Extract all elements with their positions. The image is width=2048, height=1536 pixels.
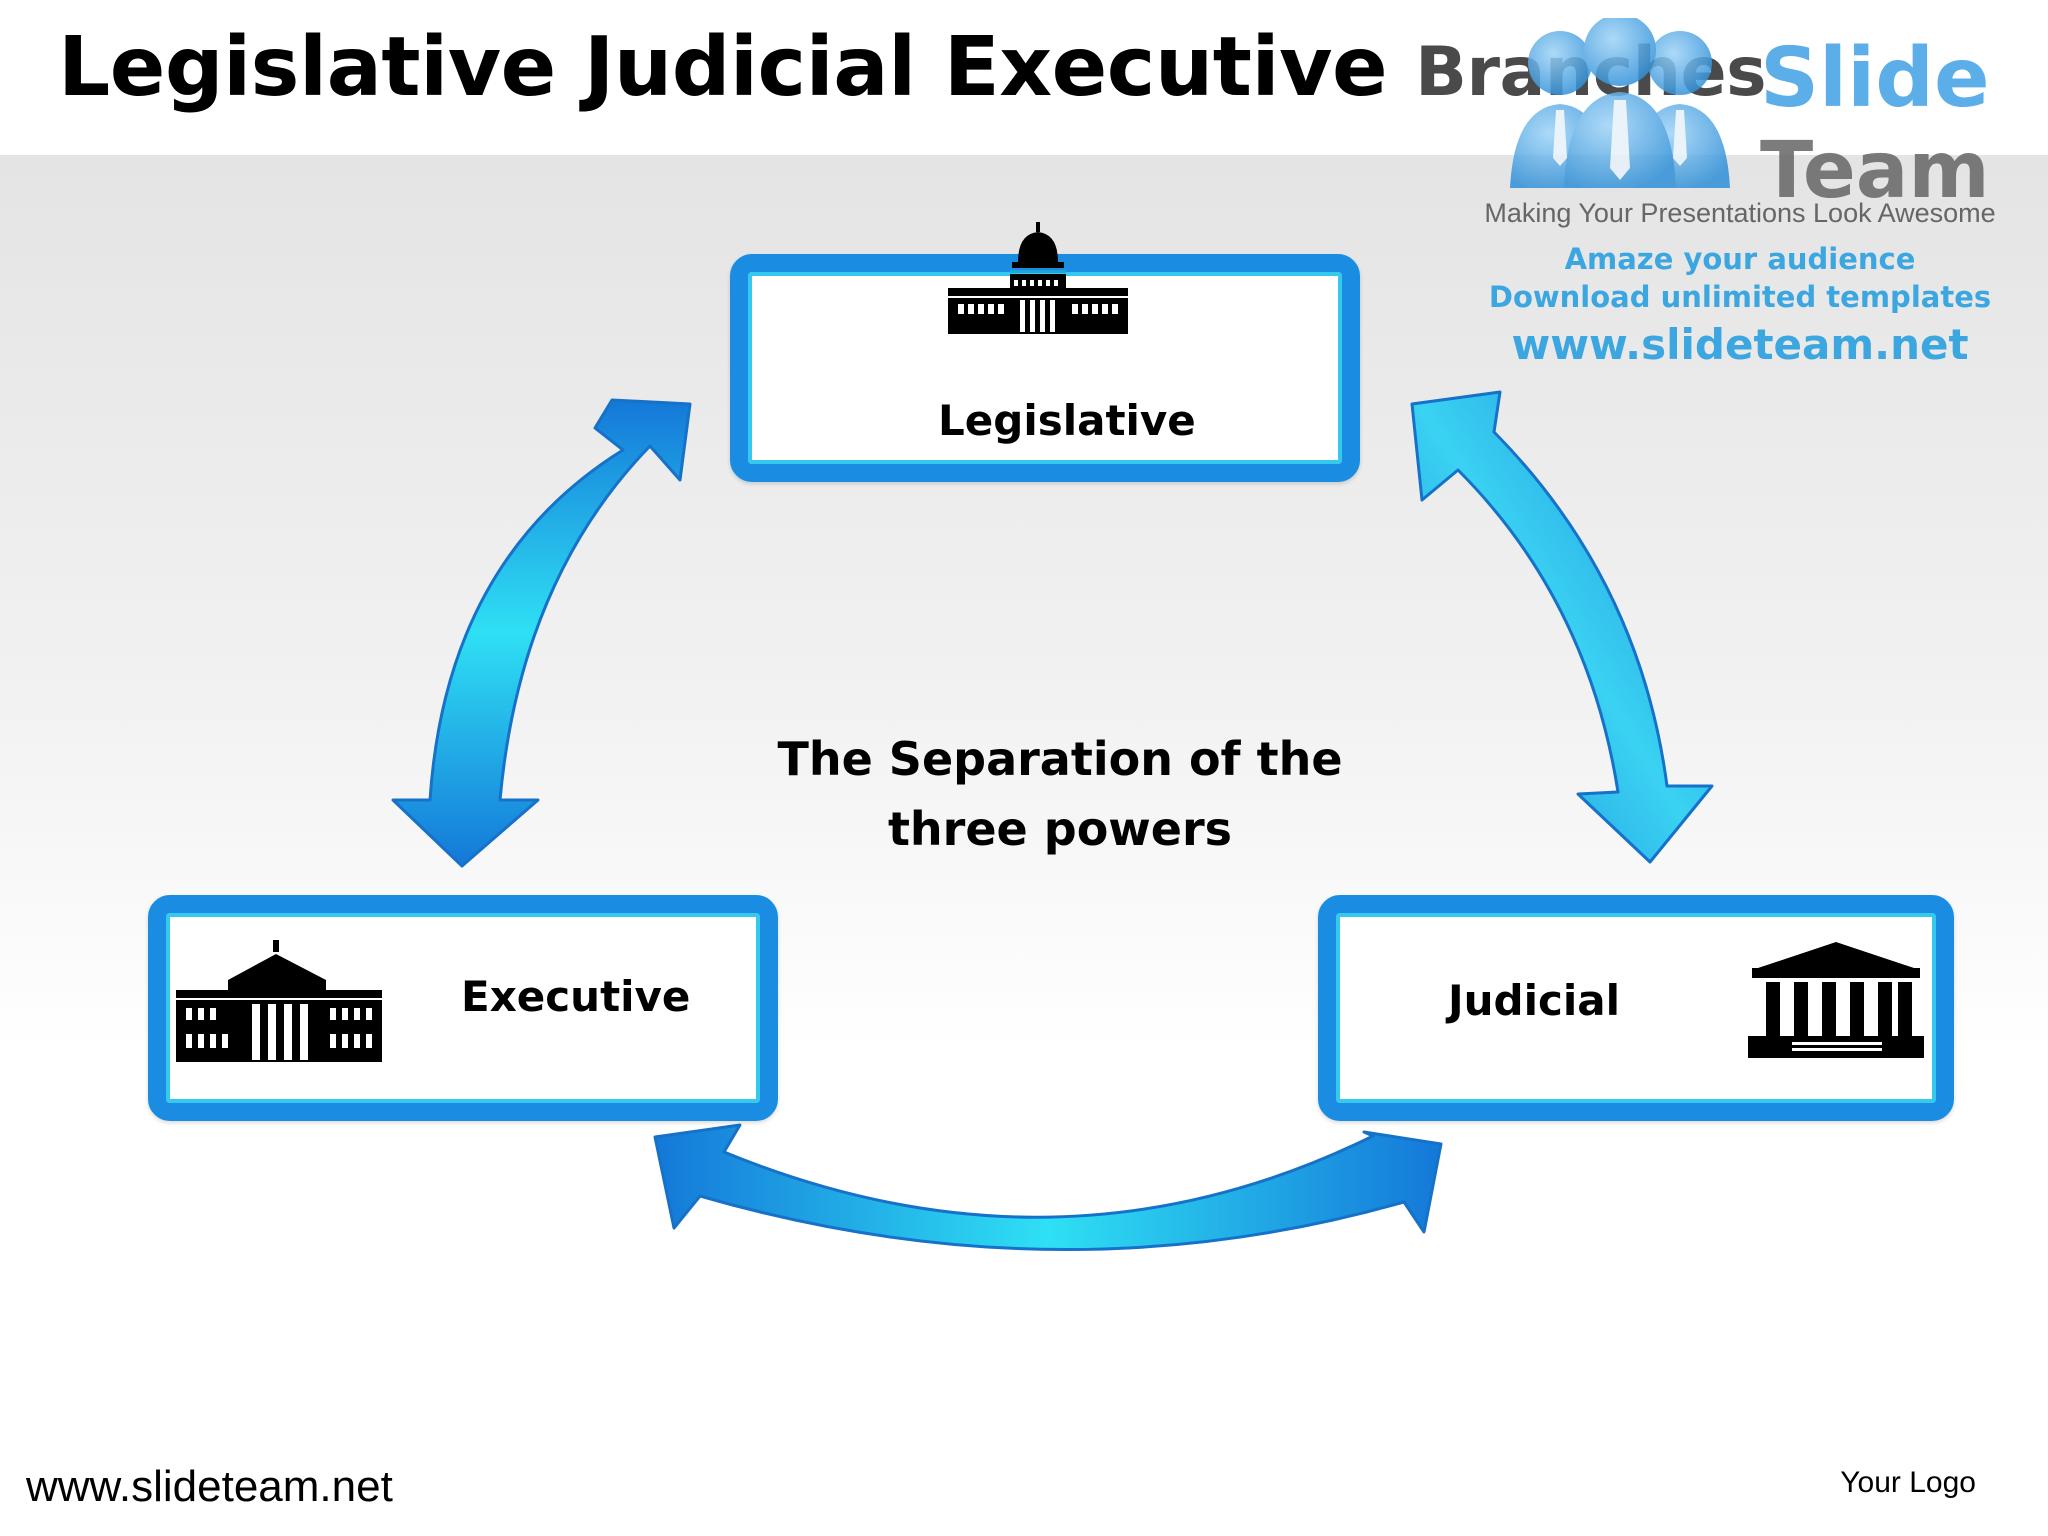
watermark-line1: Amaze your audience xyxy=(1564,242,1916,276)
arrow-legislative-judicial xyxy=(1410,390,1714,864)
legislative-label: Legislative xyxy=(938,396,1196,445)
white-house-icon xyxy=(176,940,382,1062)
watermark-brand-slide: Slide xyxy=(1760,31,1990,126)
courthouse-icon xyxy=(1748,942,1924,1058)
title-main: Legislative Judicial Executive xyxy=(58,20,1416,115)
footer-url: www.slideteam.net xyxy=(26,1462,393,1511)
center-caption: The Separation of the three powers xyxy=(777,732,1343,856)
watermark-line2: Download unlimited templates xyxy=(1488,280,1992,314)
judicial-box xyxy=(1318,895,1954,1121)
watermark-url: www.slideteam.net xyxy=(1511,320,1969,369)
slideteam-watermark: Slide Team Making Your Presentations Loo… xyxy=(1470,18,2030,369)
watermark-tagline: Making Your Presentations Look Awesome xyxy=(1484,198,1996,228)
arrow-legislative-executive xyxy=(391,398,692,868)
capitol-building-icon xyxy=(948,222,1128,334)
watermark-brand-team: Team xyxy=(1760,126,1990,216)
footer-logo-placeholder: Your Logo xyxy=(1840,1466,1976,1499)
judicial-label: Judicial xyxy=(1448,976,1621,1025)
arrow-executive-judicial xyxy=(653,1123,1443,1252)
executive-label: Executive xyxy=(461,972,691,1021)
people-logo-icon xyxy=(1510,18,1730,188)
